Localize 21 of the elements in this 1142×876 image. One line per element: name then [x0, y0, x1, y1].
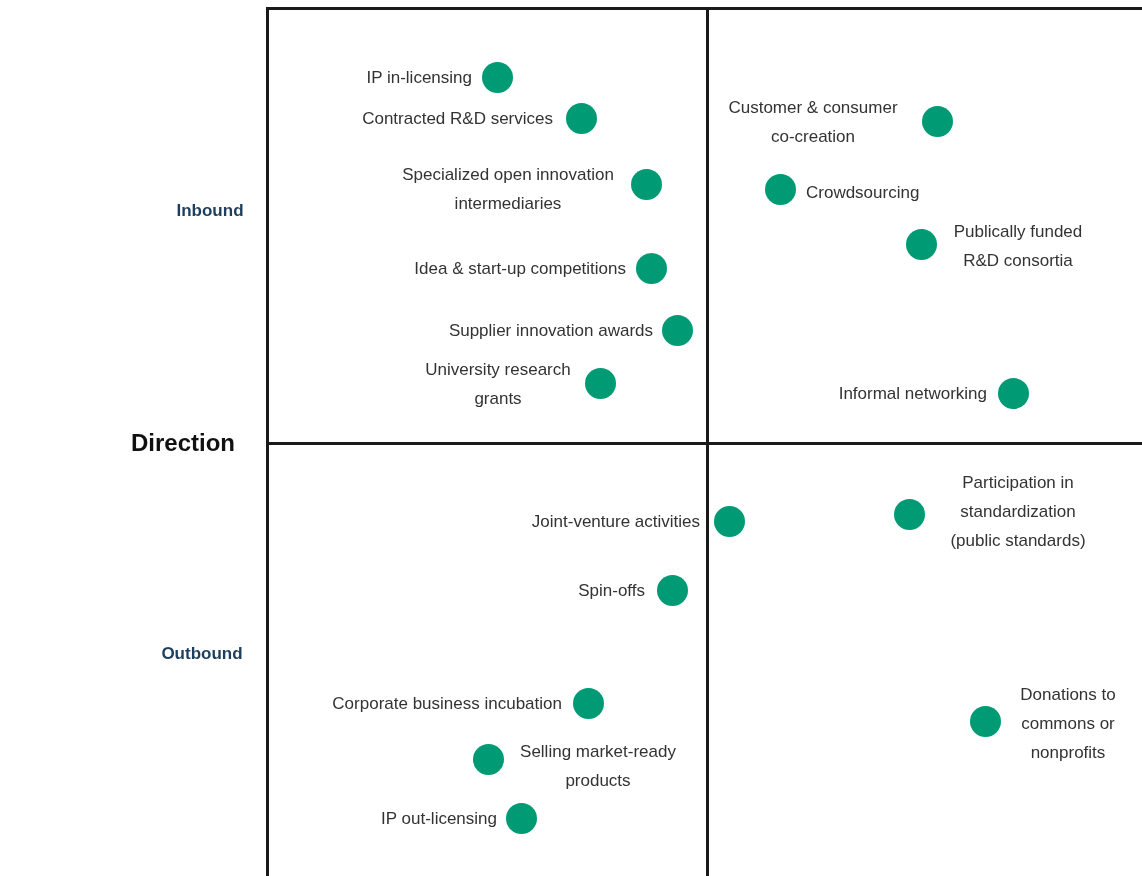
- item-label: Participation in standardization (public standards): [949, 472, 1087, 552]
- item-label: Selling market-ready products: [519, 741, 677, 792]
- quadrant-panel: [266, 7, 709, 445]
- item-label: IP out-licensing: [381, 808, 497, 830]
- item-label: Donations to commons or nonprofits: [1019, 684, 1117, 764]
- item-label: Contracted R&D services: [362, 108, 553, 130]
- item-label: IP in-licensing: [366, 67, 472, 89]
- item-label: Corporate business incubation: [332, 693, 562, 715]
- item-label: Publically funded R&D consortia: [952, 221, 1084, 272]
- item-label: Crowdsourcing: [806, 182, 920, 204]
- item-label: University research grants: [424, 359, 572, 410]
- item-label: Supplier innovation awards: [448, 320, 653, 342]
- axis-label: Direction: [131, 428, 235, 457]
- axis-label: Outbound: [161, 643, 243, 664]
- item-label: Specialized open innovation intermediaries: [401, 164, 615, 215]
- item-label: Joint-venture activities: [531, 511, 700, 533]
- item-label: Informal networking: [838, 383, 987, 405]
- item-label: Spin-offs: [578, 580, 645, 602]
- item-label: Customer & consumer co-creation: [727, 97, 899, 148]
- axis-label: Inbound: [176, 200, 244, 221]
- item-label: Idea & start-up competitions: [414, 258, 626, 280]
